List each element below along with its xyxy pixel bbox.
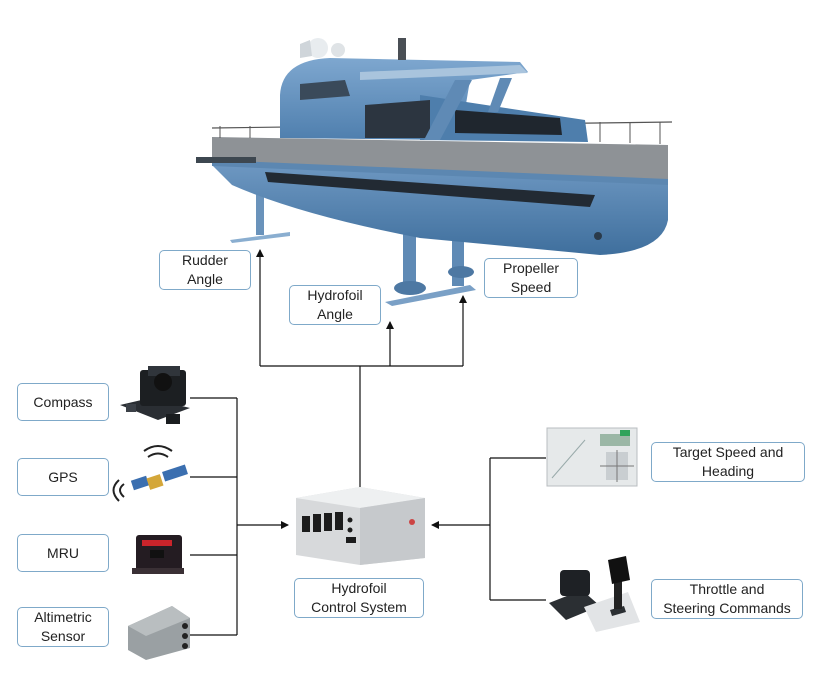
hydrofoil-boat-icon	[196, 38, 673, 306]
control-box-icon	[296, 487, 425, 565]
joystick-throttle-icon	[549, 556, 640, 632]
connector-lines	[190, 249, 546, 636]
gps-label: GPS	[17, 458, 109, 496]
altimetric-sensor-label: Altimetric Sensor	[17, 607, 109, 647]
hydrofoil-angle-label: Hydrofoil Angle	[289, 285, 381, 325]
gps-satellite-icon	[112, 445, 188, 502]
hydrofoil-control-system-label: Hydrofoil Control System	[294, 578, 424, 618]
compass-label: Compass	[17, 383, 109, 421]
altimetric-sensor-icon	[128, 606, 190, 660]
compass-device-icon	[120, 366, 190, 424]
mru-device-icon	[132, 535, 184, 574]
propeller-speed-label: Propeller Speed	[484, 258, 578, 298]
throttle-steering-label: Throttle and Steering Commands	[651, 579, 803, 619]
target-speed-heading-label: Target Speed and Heading	[651, 442, 805, 482]
mru-label: MRU	[17, 534, 109, 572]
navigation-screen-icon	[546, 427, 638, 487]
rudder-angle-label: Rudder Angle	[159, 250, 251, 290]
